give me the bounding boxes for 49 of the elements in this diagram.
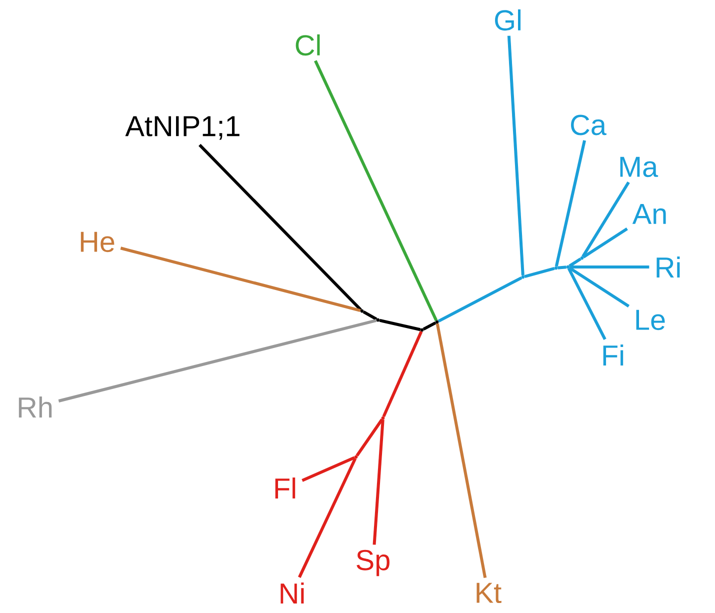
leaf-label: Sp [356, 550, 390, 576]
branch-line [582, 228, 628, 258]
branch-line [567, 268, 606, 340]
leaf-label: Rh [18, 396, 52, 418]
branch-line [362, 310, 378, 320]
branch-line [558, 266, 566, 270]
leaf-label: Ma [620, 156, 658, 178]
branch-point [354, 455, 358, 459]
branch-line [58, 318, 377, 402]
branch-line [436, 323, 487, 578]
branch-line [570, 265, 650, 268]
branch-point [381, 416, 385, 420]
branch-line [198, 144, 362, 311]
branch-line [382, 330, 423, 418]
leaf-label: Fl [275, 478, 296, 498]
leaf-label: Gl [495, 9, 521, 31]
leaf-label: Cl [296, 34, 320, 56]
branch-line [568, 258, 582, 268]
branch-point [554, 266, 558, 270]
leaf-label: Ri [656, 256, 680, 278]
branch-point [360, 309, 364, 313]
leaf-label: An [632, 204, 666, 224]
branch-line [372, 420, 384, 545]
leaf-label: Kt [476, 582, 502, 604]
branch-line [582, 181, 630, 258]
branch-line [120, 246, 361, 312]
branch-line [379, 318, 421, 332]
branch-line [298, 458, 357, 578]
branch-point [580, 256, 584, 260]
branch-point [435, 320, 439, 324]
branch-line [356, 418, 384, 456]
branch-line [524, 266, 555, 278]
branch-point [376, 318, 380, 322]
leaf-label: Le [636, 310, 665, 330]
leaf-label: Ca [571, 114, 606, 136]
branch-point [521, 275, 525, 279]
branch-line [302, 456, 356, 482]
leaf-label: He [80, 232, 114, 252]
branch-line [438, 276, 522, 323]
branch-point [566, 265, 570, 269]
branch-line [554, 140, 586, 267]
leaf-label: Fi [603, 344, 624, 366]
branch-line [568, 266, 630, 308]
branch-line [507, 36, 524, 276]
branch-line [422, 321, 436, 331]
branch-point [420, 328, 424, 332]
leaf-label: AtNIP1;1 [125, 116, 240, 140]
leaf-label: Ni [280, 582, 304, 604]
branch-line [314, 60, 438, 322]
